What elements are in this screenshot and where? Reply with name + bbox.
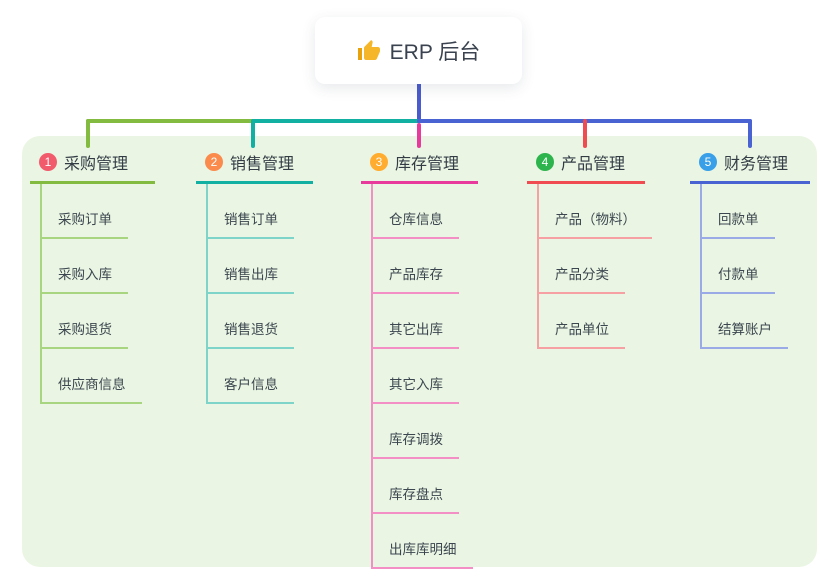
branch-children: 销售订单 销售出库 销售退货 客户信息: [196, 184, 313, 404]
branch-number-badge: 5: [699, 153, 717, 171]
root-stem-line: [417, 84, 421, 121]
connector-horizontal-sales: [251, 119, 421, 123]
branch-finance: 5 财务管理 回款单 付款单 结算账户: [690, 148, 810, 349]
child-node[interactable]: 销售退货: [206, 294, 294, 349]
branch-title: 财务管理: [724, 156, 789, 173]
branch-product: 4 产品管理 产品（物料） 产品分类 产品单位: [527, 148, 652, 349]
child-node[interactable]: 付款单: [700, 239, 775, 294]
child-node[interactable]: 产品（物料）: [537, 184, 652, 239]
branch-number-badge: 2: [205, 153, 223, 171]
branch-number-badge: 1: [39, 153, 57, 171]
drop-line-product: [583, 119, 587, 148]
child-node[interactable]: 库存盘点: [371, 459, 459, 514]
child-node[interactable]: 客户信息: [206, 349, 294, 404]
branch-header-sales[interactable]: 2 销售管理: [196, 148, 313, 184]
branch-title: 销售管理: [230, 156, 295, 173]
root-label: ERP 后台: [389, 40, 481, 64]
child-node[interactable]: 库存调拨: [371, 404, 459, 459]
branch-header-product[interactable]: 4 产品管理: [527, 148, 645, 184]
child-node[interactable]: 产品单位: [537, 294, 625, 349]
drop-line-finance: [748, 119, 752, 148]
branch-title: 采购管理: [64, 156, 129, 173]
child-node[interactable]: 产品库存: [371, 239, 459, 294]
branch-header-inventory[interactable]: 3 库存管理: [361, 148, 478, 184]
child-node[interactable]: 出库库明细: [371, 514, 473, 569]
branch-children: 采购订单 采购入库 采购退货 供应商信息: [30, 184, 155, 404]
branch-number-badge: 4: [536, 153, 554, 171]
child-node[interactable]: 采购入库: [40, 239, 128, 294]
branch-inventory: 3 库存管理 仓库信息 产品库存 其它出库 其它入库 库存调拨 库存盘点 出库库…: [361, 148, 478, 569]
child-node[interactable]: 产品分类: [537, 239, 625, 294]
drop-line-purchase: [86, 119, 90, 148]
child-node[interactable]: 其它出库: [371, 294, 459, 349]
child-node[interactable]: 采购订单: [40, 184, 128, 239]
child-node[interactable]: 采购退货: [40, 294, 128, 349]
connector-horizontal-purchase: [86, 119, 253, 123]
drop-line-sales: [251, 119, 255, 148]
branch-children: 回款单 付款单 结算账户: [690, 184, 810, 349]
child-node[interactable]: 仓库信息: [371, 184, 459, 239]
child-node[interactable]: 结算账户: [700, 294, 788, 349]
child-node[interactable]: 销售出库: [206, 239, 294, 294]
branches-panel: [22, 136, 817, 567]
child-node[interactable]: 其它入库: [371, 349, 459, 404]
root-node[interactable]: ERP 后台: [315, 17, 522, 84]
branch-header-finance[interactable]: 5 财务管理: [690, 148, 810, 184]
thumbs-up-icon: [357, 39, 381, 63]
branch-children: 仓库信息 产品库存 其它出库 其它入库 库存调拨 库存盘点 出库库明细: [361, 184, 478, 569]
branch-purchase: 1 采购管理 采购订单 采购入库 采购退货 供应商信息: [30, 148, 155, 404]
child-node[interactable]: 销售订单: [206, 184, 294, 239]
child-node[interactable]: 回款单: [700, 184, 775, 239]
child-node[interactable]: 供应商信息: [40, 349, 142, 404]
branch-number-badge: 3: [370, 153, 388, 171]
branch-header-purchase[interactable]: 1 采购管理: [30, 148, 155, 184]
branch-sales: 2 销售管理 销售订单 销售出库 销售退货 客户信息: [196, 148, 313, 404]
drop-line-inventory: [417, 123, 421, 148]
branch-children: 产品（物料） 产品分类 产品单位: [527, 184, 652, 349]
branch-title: 库存管理: [395, 156, 460, 173]
branch-title: 产品管理: [561, 156, 626, 173]
